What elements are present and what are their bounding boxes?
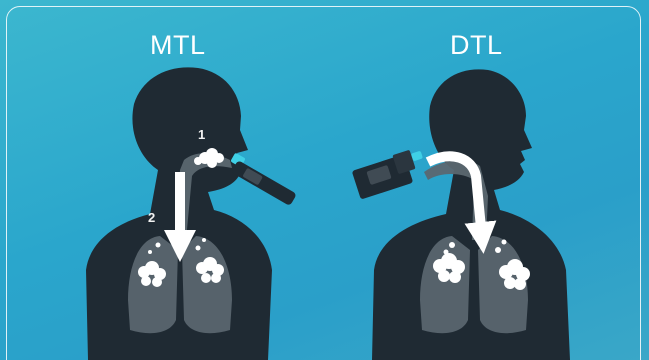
- dtl-silhouette: [372, 69, 570, 360]
- mtl-title: MTL: [150, 30, 206, 61]
- mtl-vape-pen: [230, 153, 297, 206]
- dtl-title: DTL: [450, 30, 503, 61]
- step-2-label: 2: [148, 210, 155, 225]
- step-1-label: 1: [198, 127, 205, 142]
- dtl-vape-mod: [352, 150, 423, 200]
- dtl-figure: [352, 69, 570, 360]
- mtl-figure: [86, 67, 297, 360]
